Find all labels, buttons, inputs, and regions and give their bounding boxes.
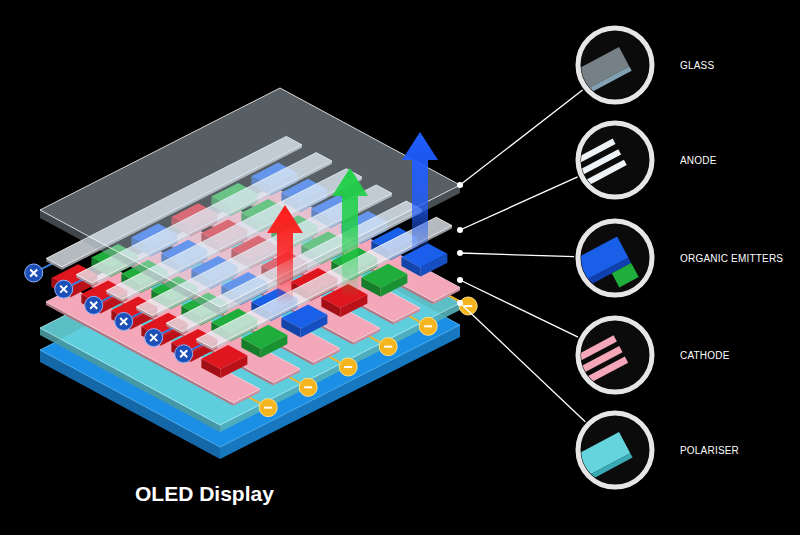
callout-circle <box>578 123 652 197</box>
minus-symbol <box>264 407 272 409</box>
leader-line <box>460 177 578 230</box>
anode-terminal <box>175 345 193 363</box>
minus-symbol <box>424 325 432 327</box>
anode-terminal <box>85 296 103 314</box>
glass-layer <box>40 88 460 307</box>
callouts <box>457 28 652 487</box>
layer-label: GLASS <box>680 60 714 71</box>
leader-dot <box>457 227 463 233</box>
anode-terminal <box>25 264 43 282</box>
icon-part <box>573 160 627 193</box>
callout-icon <box>562 236 638 306</box>
plus-symbol <box>150 334 157 341</box>
leader-dot <box>457 250 463 256</box>
layer-label: CATHODE <box>680 350 730 361</box>
cathode-terminal <box>419 317 437 335</box>
layer-stack <box>25 88 478 459</box>
light-arrow <box>402 132 438 275</box>
leader-dot <box>457 277 463 283</box>
minus-symbol <box>304 386 312 388</box>
minus-symbol <box>344 366 352 368</box>
layer-label: ORGANIC EMITTERS <box>680 253 783 264</box>
cathode-terminal <box>379 338 397 356</box>
anode-terminal <box>115 312 133 330</box>
light-arrow <box>332 168 368 298</box>
leader-dot <box>457 300 463 306</box>
plus-symbol <box>60 286 67 293</box>
diagram-title: OLED Display <box>135 482 274 506</box>
callout-icon <box>561 139 626 193</box>
minus-symbol <box>384 346 392 348</box>
cathode-terminal <box>299 378 317 396</box>
leader-line <box>460 303 585 422</box>
cathode-terminal <box>459 297 477 315</box>
plus-symbol <box>30 269 37 276</box>
icon-part <box>575 66 632 100</box>
cathode-terminal <box>259 399 277 417</box>
callout-icon <box>562 335 628 390</box>
leader-line <box>460 253 574 257</box>
callout-icon <box>564 47 631 100</box>
layer-label: ANODE <box>680 155 717 166</box>
plus-symbol <box>120 318 127 325</box>
leader-dot <box>457 182 463 188</box>
plus-symbol <box>180 350 187 357</box>
cathode-terminal <box>339 358 357 376</box>
minus-symbol <box>464 305 472 307</box>
icon-part <box>574 357 628 390</box>
emitter-cell <box>201 345 247 369</box>
anode-terminal <box>145 329 163 347</box>
plus-symbol <box>90 302 97 309</box>
icon-part <box>576 453 633 487</box>
leader-line <box>460 280 578 337</box>
icon-part <box>612 263 639 287</box>
leader-line <box>460 90 583 185</box>
callout-icon <box>564 432 632 487</box>
light-arrow <box>267 205 303 305</box>
layer-label: POLARISER <box>680 445 739 456</box>
anode-terminal <box>55 280 73 298</box>
